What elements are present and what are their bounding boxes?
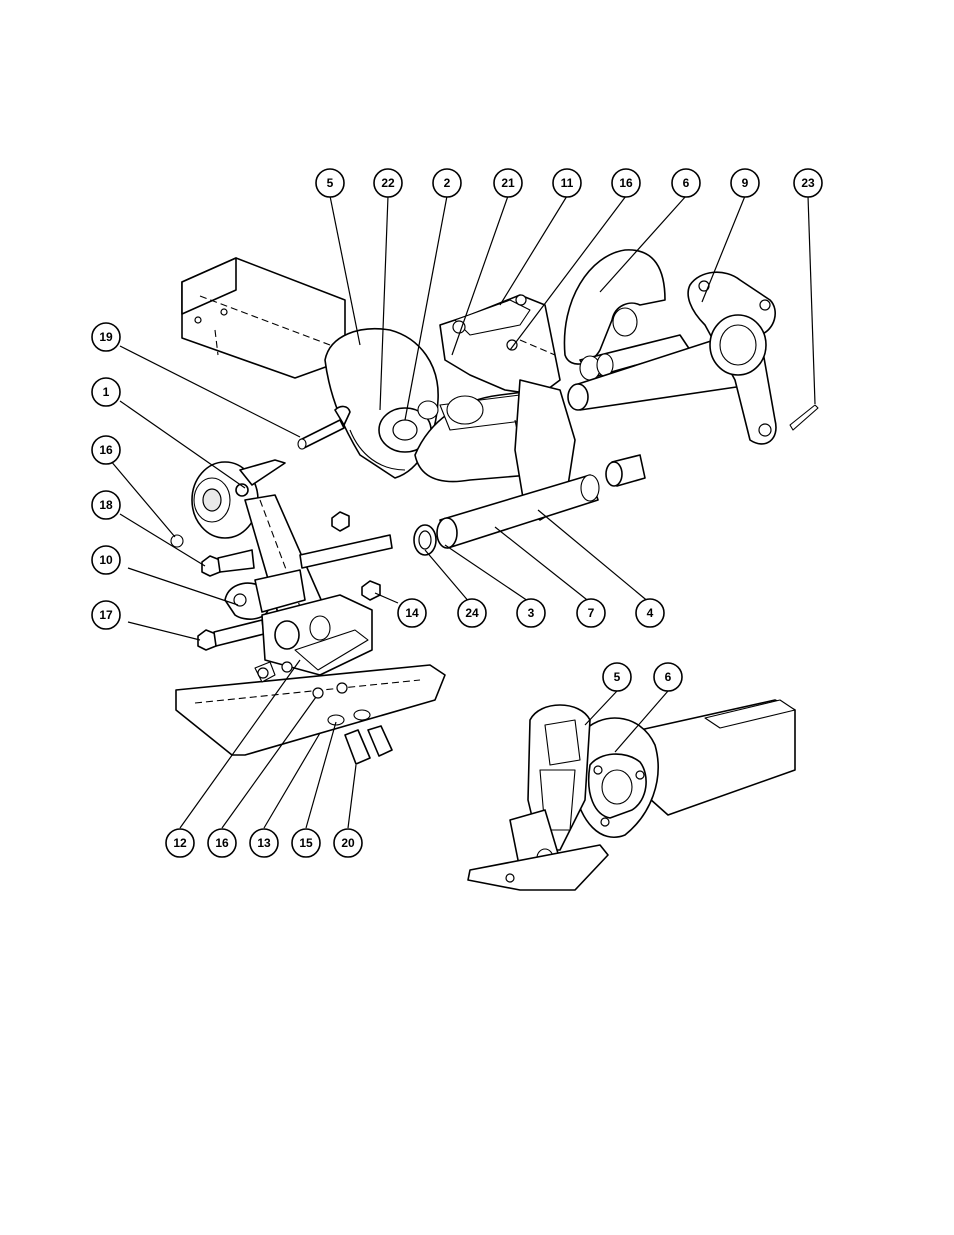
callout-1: 1 (92, 378, 120, 406)
callout-label: 11 (561, 176, 574, 190)
callout-22: 22 (374, 169, 402, 197)
base-shoe-plate (176, 662, 445, 755)
callout-19: 19 (92, 323, 120, 351)
callout-label: 17 (99, 608, 113, 622)
spacer-sleeve (606, 455, 645, 486)
callout-6: 6 (654, 663, 682, 691)
cotter-pin-part-23 (790, 405, 818, 430)
callout-10: 10 (92, 546, 120, 574)
callout-label: 10 (99, 553, 113, 567)
callout-label: 15 (299, 836, 313, 850)
callout-label: 16 (619, 176, 633, 190)
inset-assembled-view (468, 691, 795, 890)
callout-label: 4 (647, 606, 654, 620)
callout-label: 16 (99, 443, 113, 457)
callout-label: 6 (665, 670, 672, 684)
shaft-part-7 (437, 475, 599, 548)
callout-18: 18 (92, 491, 120, 519)
callout-label: 18 (99, 498, 113, 512)
callout-9: 9 (731, 169, 759, 197)
callout-14: 14 (398, 599, 426, 627)
bolt-part-18 (202, 550, 254, 576)
callout-label: 16 (215, 836, 229, 850)
callout-label: 22 (381, 176, 395, 190)
callout-label: 14 (405, 606, 419, 620)
pin-part-19 (298, 406, 350, 449)
callout-4: 4 (636, 599, 664, 627)
callout-label: 1 (103, 385, 110, 399)
callout-label: 2 (444, 176, 451, 190)
callout-11: 11 (553, 169, 581, 197)
callout-label: 13 (257, 836, 271, 850)
callout-label: 21 (501, 176, 515, 190)
bolt-part-17 (198, 620, 264, 650)
callout-6: 6 (672, 169, 700, 197)
callout-3: 3 (517, 599, 545, 627)
callout-label: 5 (614, 670, 621, 684)
callout-15: 15 (292, 829, 320, 857)
callout-20: 20 (334, 829, 362, 857)
callout-16: 16 (92, 436, 120, 464)
callout-16: 16 (208, 829, 236, 857)
callout-2: 2 (433, 169, 461, 197)
frame-beam (182, 258, 345, 378)
callout-label: 6 (683, 176, 690, 190)
callout-label: 19 (99, 330, 113, 344)
callout-12: 12 (166, 829, 194, 857)
callout-21: 21 (494, 169, 522, 197)
callout-16: 16 (612, 169, 640, 197)
callout-label: 7 (588, 606, 595, 620)
callout-7: 7 (577, 599, 605, 627)
callout-label: 3 (528, 606, 535, 620)
callout-label: 5 (327, 176, 334, 190)
callout-24: 24 (458, 599, 486, 627)
bolts-part-20 (328, 710, 392, 764)
callout-5: 5 (316, 169, 344, 197)
pin-part-10 (300, 535, 392, 568)
callout-label: 9 (742, 176, 749, 190)
callout-label: 12 (173, 836, 187, 850)
callout-label: 20 (341, 836, 355, 850)
callout-17: 17 (92, 601, 120, 629)
callout-13: 13 (250, 829, 278, 857)
callout-23: 23 (794, 169, 822, 197)
callout-5: 5 (603, 663, 631, 691)
callout-label: 23 (801, 176, 815, 190)
callout-label: 24 (465, 606, 479, 620)
